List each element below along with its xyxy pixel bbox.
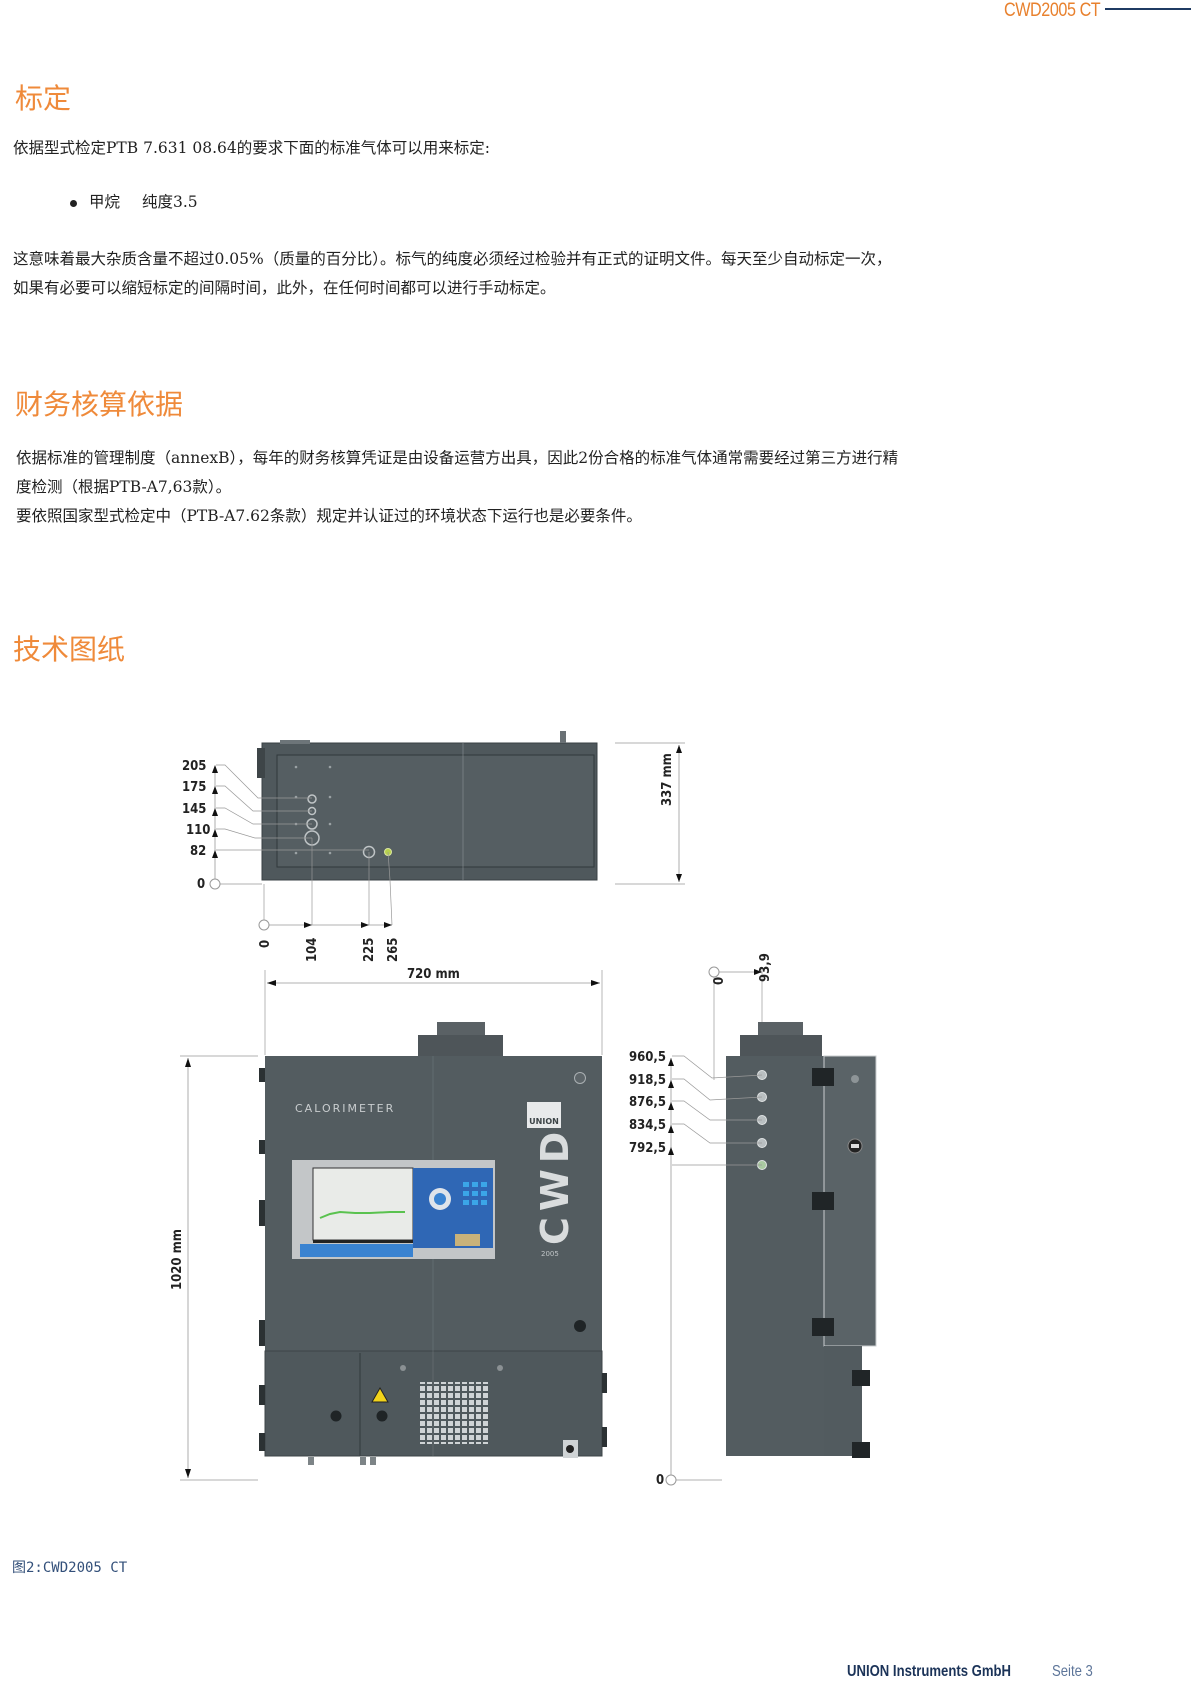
dim-label: 918,5 bbox=[629, 1073, 666, 1088]
dim-label: 834,5 bbox=[629, 1118, 666, 1133]
union-logo: UNION bbox=[527, 1102, 561, 1128]
figure-caption: 图2:CWD2005 CT bbox=[12, 1560, 128, 1576]
dim-label: 0 bbox=[258, 939, 273, 948]
billing-line2: 度检测（根据PTB-A7,63款）。 bbox=[16, 478, 232, 496]
dim-label: 0 bbox=[712, 976, 727, 985]
calibration-body-line1: 这意味着最大杂质含量不超过0.05%（质量的百分比）。标气的纯度必须经过检验并有… bbox=[13, 250, 892, 268]
dim-label: 82 bbox=[190, 844, 207, 859]
dim-label: 265 bbox=[386, 937, 401, 962]
calibration-body-line2: 如果有必要可以缩短标定的间隔时间，此外，在任何时间都可以进行手动标定。 bbox=[13, 279, 556, 297]
panel-label-calorimeter: CALORIMETER bbox=[295, 1102, 396, 1115]
heading-technical-drawing: 技术图纸 bbox=[13, 633, 126, 666]
dim-label: 104 bbox=[305, 937, 320, 962]
top-view-height-label: 337 mm bbox=[660, 753, 675, 806]
front-view-height-label: 1020 mm bbox=[170, 1229, 185, 1290]
gas-purity: 纯度3.5 bbox=[142, 193, 198, 211]
dim-label: 175 bbox=[182, 780, 207, 795]
billing-line1: 依据标准的管理制度（annexB），每年的财务核算凭证是由设备运营方出具，因此2… bbox=[16, 449, 899, 467]
heading-calibration: 标定 bbox=[15, 82, 72, 115]
cwd-model-mark: CWD bbox=[533, 1125, 577, 1245]
footer-page-number: Seite 3 bbox=[1052, 1663, 1093, 1680]
dim-label: 960,5 bbox=[629, 1050, 666, 1065]
document-title: CWD2005 CT bbox=[1003, 0, 1101, 21]
model-year: 2005 bbox=[541, 1250, 559, 1258]
header-rule bbox=[1105, 8, 1191, 10]
footer-company: UNION Instruments GmbH bbox=[847, 1663, 1012, 1680]
dim-label: 225 bbox=[362, 937, 377, 962]
list-item: 甲烷 纯度3.5 bbox=[70, 187, 198, 217]
dim-label: 792,5 bbox=[629, 1141, 666, 1156]
billing-line3: 要依照国家型式检定中（PTB-A7.62条款）规定并认证过的环境状态下运行也是必… bbox=[16, 507, 642, 525]
dim-label: 876,5 bbox=[629, 1095, 666, 1110]
dim-label: 110 bbox=[186, 823, 211, 838]
bullet-icon bbox=[70, 199, 77, 207]
gas-name: 甲烷 bbox=[89, 193, 121, 211]
calibration-intro: 依据型式检定PTB 7.631 08.64的要求下面的标准气体可以用来标定: bbox=[13, 139, 490, 157]
dim-label: 205 bbox=[182, 759, 207, 774]
front-view-width-label: 720 mm bbox=[407, 967, 460, 982]
heading-billing: 财务核算依据 bbox=[15, 388, 184, 421]
dim-label: 93,9 bbox=[758, 953, 773, 982]
dim-label: 0 bbox=[656, 1473, 665, 1488]
dim-label: 0 bbox=[197, 877, 206, 892]
dim-label: 145 bbox=[182, 802, 207, 817]
